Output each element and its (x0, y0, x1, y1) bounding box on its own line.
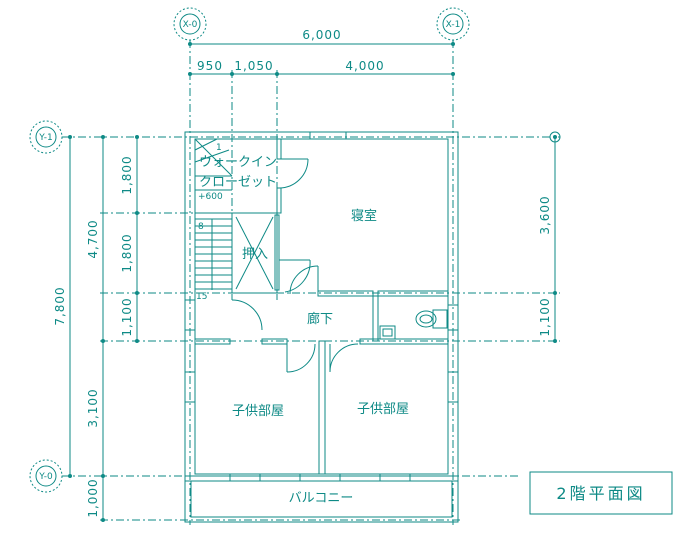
dim-top-total: 6,000 (302, 28, 341, 42)
dim-right-b: 1,100 (538, 297, 552, 336)
grid-marker-left-top: Y-1 (29, 120, 63, 154)
right-dimensions: 3,600 1,100 (538, 131, 561, 343)
outer-walls (184, 131, 459, 523)
interior-walls (194, 138, 449, 475)
drawing-title: 2階平面図 (556, 484, 645, 503)
stair-label-bottom: 15 (196, 292, 207, 302)
room-label-kids-2: 子供部屋 (357, 402, 409, 417)
dim-left-balcony: 1,000 (86, 478, 100, 517)
stair-label-mid: 8 (198, 222, 204, 232)
grid-marker-top-left: X-0 (173, 7, 207, 41)
toilet-fixtures (379, 309, 448, 340)
grid-marker-left-bottom: Y-0 (29, 459, 63, 493)
dim-top-3: 4,000 (345, 59, 384, 73)
dim-left-total: 7,800 (53, 286, 67, 325)
dim-top-2: 1,050 (234, 59, 273, 73)
doors (231, 158, 359, 373)
dim-left-c: 1,100 (120, 297, 134, 336)
svg-text:X-0: X-0 (183, 20, 198, 30)
stair-label-top: 1 (216, 143, 222, 153)
dim-left-b: 1,800 (120, 233, 134, 272)
stair-label-landing: +600 (198, 192, 223, 202)
room-label-storage: 押入 (242, 247, 268, 262)
room-label-corridor: 廊下 (307, 311, 333, 327)
staircase: 1 +600 8 15 (194, 138, 233, 302)
room-label-bedroom: 寝室 (351, 208, 377, 224)
dim-top-1: 950 (197, 59, 223, 73)
top-dimensions: 6,000 950 1,050 4,000 (188, 28, 455, 76)
svg-text:X-1: X-1 (446, 20, 461, 30)
dim-left-lower: 3,100 (86, 388, 100, 427)
svg-text:Y-0: Y-0 (38, 472, 53, 482)
left-dimensions: 7,800 4,700 3,100 1,000 1,800 1,800 1,10… (53, 135, 139, 522)
dim-right-a: 3,600 (538, 195, 552, 234)
room-label-kids-1: 子供部屋 (232, 404, 284, 419)
room-label-closet-1: ウォークイン (199, 155, 277, 170)
room-label-closet-2: クローゼット (199, 175, 277, 190)
dim-left-upper: 4,700 (86, 219, 100, 258)
room-label-balcony: バルコニー (289, 491, 354, 506)
title-box: 2階平面図 (529, 471, 673, 515)
dim-left-a: 1,800 (120, 155, 134, 194)
grid-marker-top-right: X-1 (436, 7, 470, 41)
svg-text:Y-1: Y-1 (38, 133, 52, 143)
